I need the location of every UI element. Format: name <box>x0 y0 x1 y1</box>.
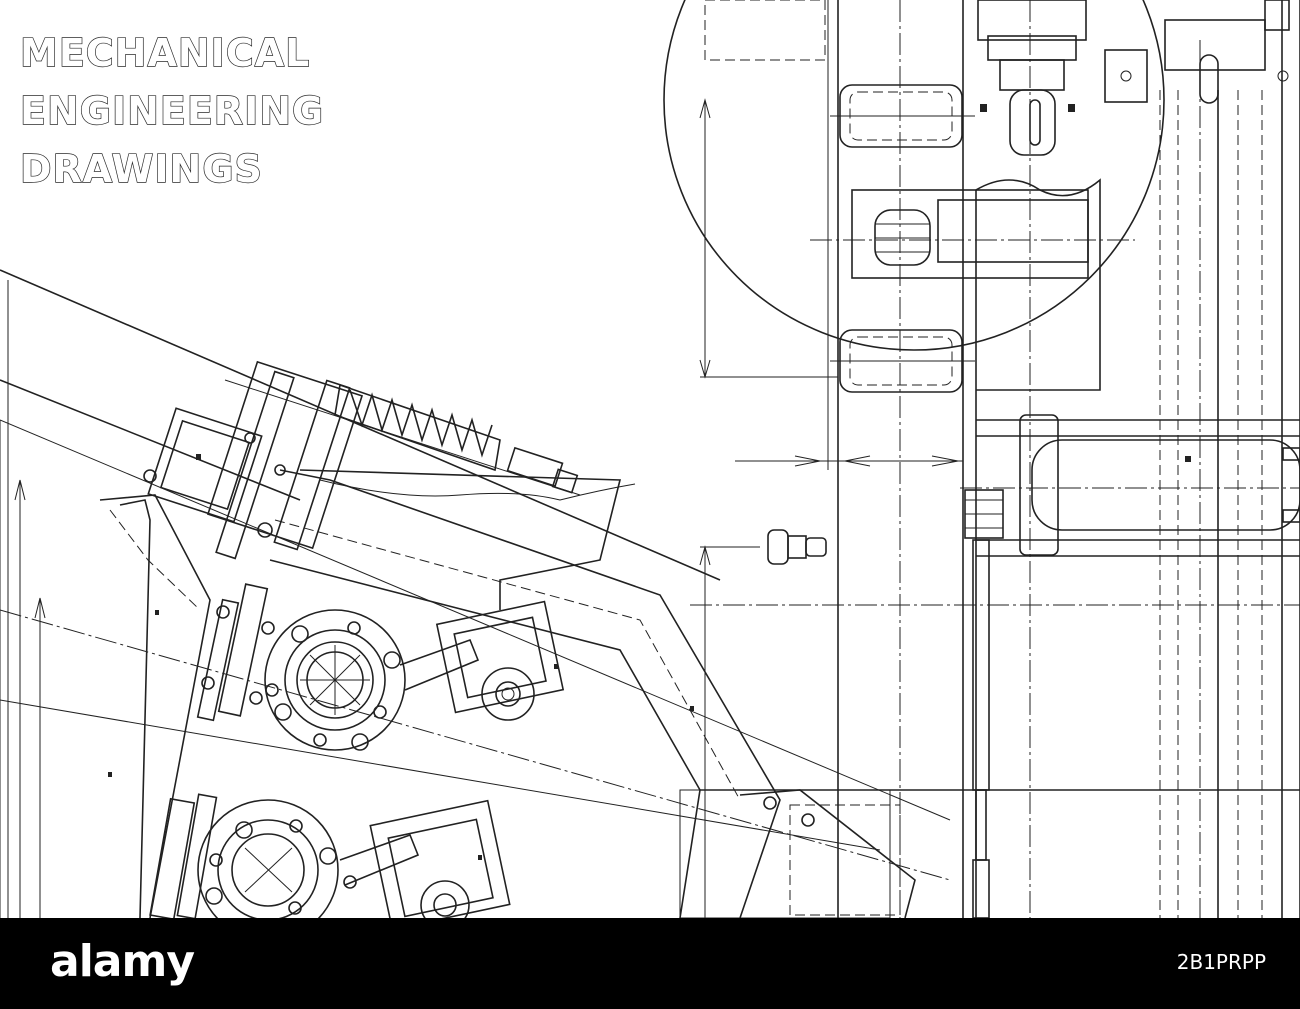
engineering-drawing: MECHANICAL ENGINEERING DRAWINGS <box>0 0 1300 918</box>
title-line-3: DRAWINGS <box>19 146 263 191</box>
alamy-logo: alamy <box>50 936 195 987</box>
watermark-footer: alamy 2B1PRPP <box>0 918 1300 1009</box>
left-assembly <box>0 269 951 918</box>
lower-valve <box>149 793 511 918</box>
title-line-1: MECHANICAL <box>19 30 311 75</box>
blueprint-svg <box>0 0 1300 918</box>
upper-valve <box>264 600 565 751</box>
image-id-label: 2B1PRPP <box>1176 950 1266 974</box>
right-frame <box>663 0 1300 918</box>
title-line-2: ENGINEERING <box>19 88 325 133</box>
drawing-title: MECHANICAL ENGINEERING DRAWINGS <box>19 24 325 198</box>
